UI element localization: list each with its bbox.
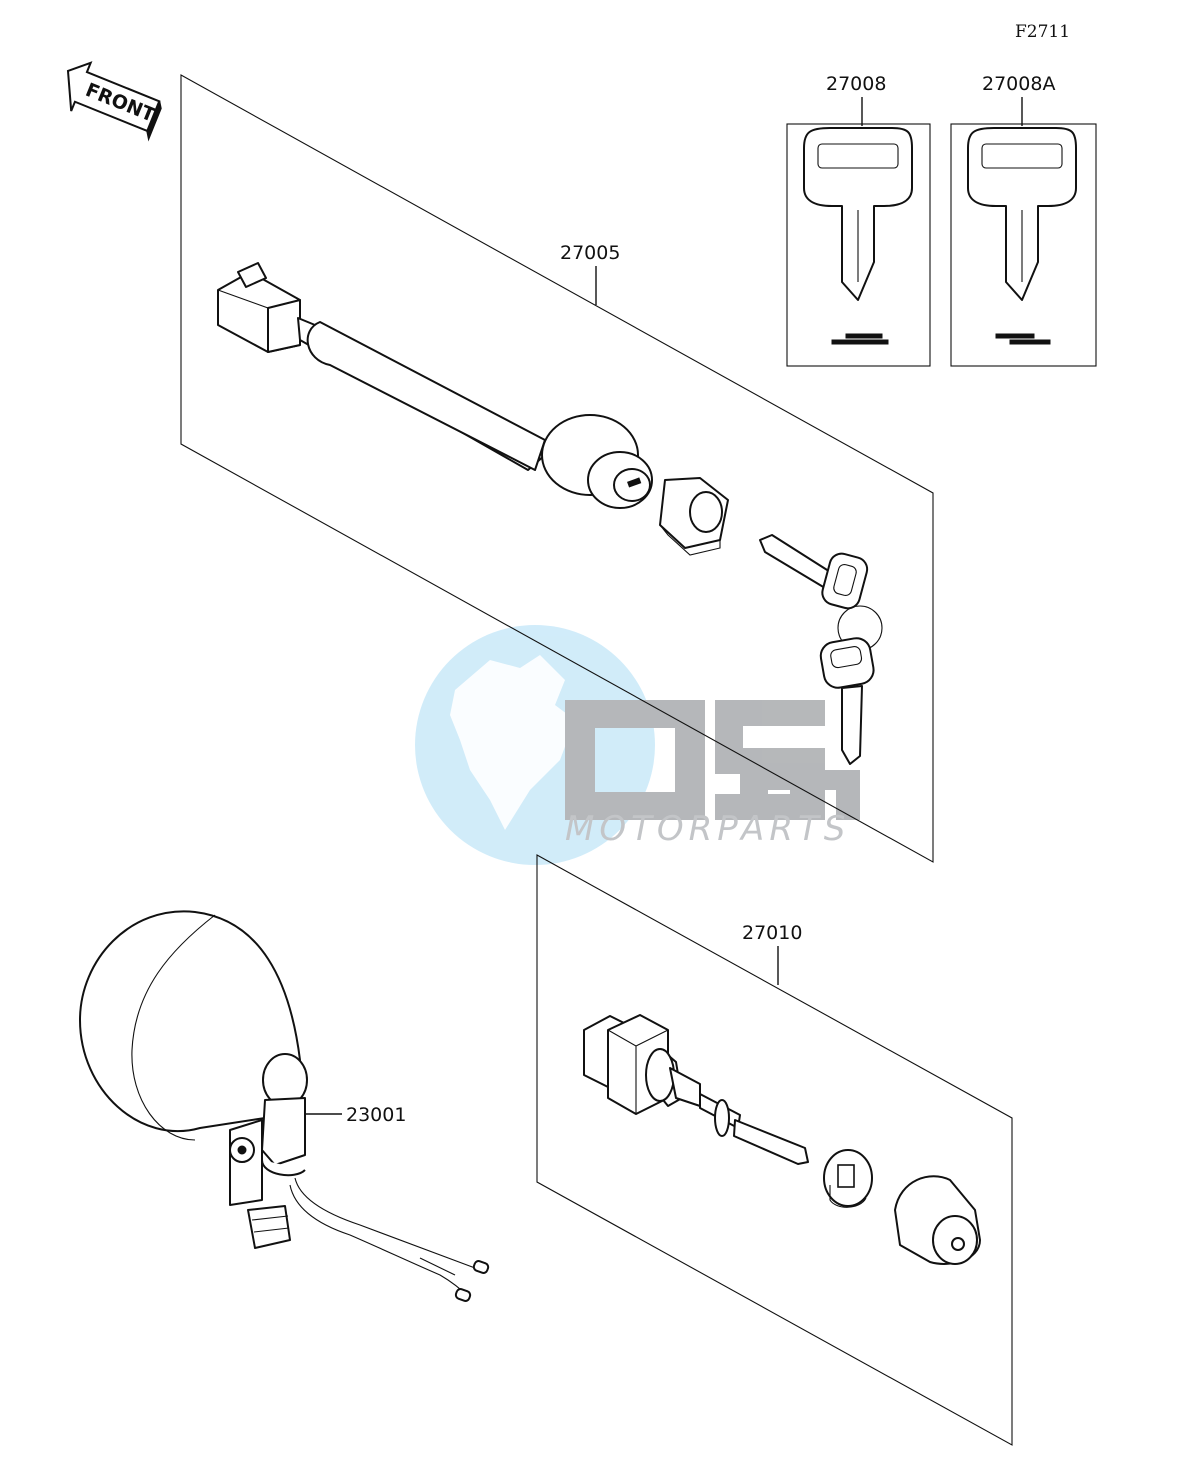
- label-27005: 27005: [560, 242, 620, 264]
- watermark-logo-letters: [565, 700, 860, 820]
- panel-lamp-switch: [536, 854, 1013, 1446]
- hex-nut: [659, 477, 729, 556]
- lamp: [79, 910, 490, 1302]
- front-arrow-icon: FRONT: [66, 61, 162, 142]
- label-23001: 23001: [346, 1104, 406, 1126]
- label-27010: 27010: [742, 922, 802, 944]
- oem-watermark: MOTORPARTS: [415, 625, 860, 865]
- lamp-switch: [583, 1014, 809, 1165]
- label-27008: 27008: [826, 73, 886, 95]
- watermark-tagline: MOTORPARTS: [565, 809, 850, 849]
- ignition-switch: [217, 262, 653, 509]
- key-set: [759, 534, 883, 765]
- figure-code: F2711: [1015, 22, 1070, 42]
- label-27008a: 27008A: [982, 73, 1055, 95]
- panel-ignition-switch: [180, 74, 934, 863]
- lamp-switch-washer: [823, 1149, 873, 1208]
- lamp-switch-knob: [894, 1175, 981, 1265]
- watermark-continents: [450, 655, 575, 830]
- key-27008: 27008: [786, 73, 931, 367]
- key-27008a: 27008A: [950, 73, 1097, 367]
